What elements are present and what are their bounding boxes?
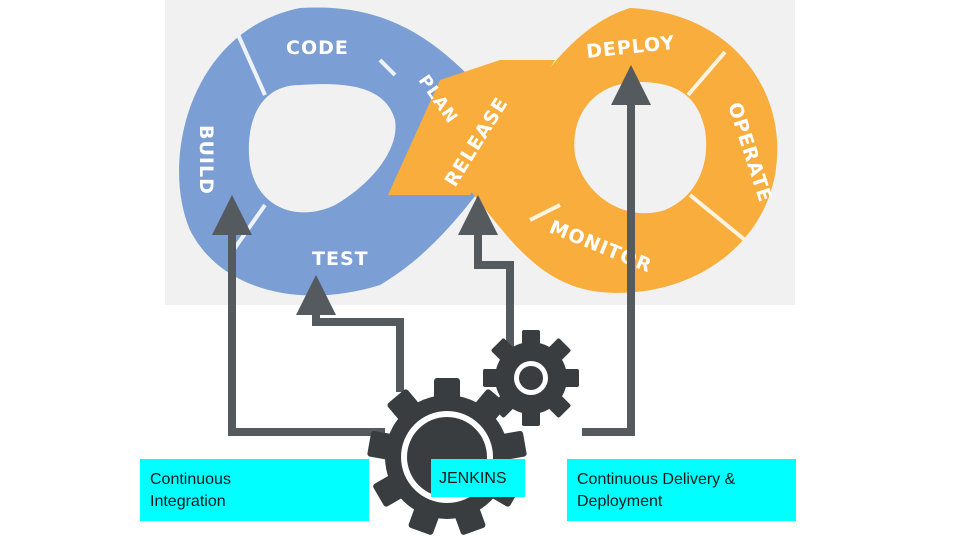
release-ribbon xyxy=(388,60,555,195)
large-gear-icon xyxy=(367,378,527,535)
arrow-to-deploy xyxy=(582,65,651,436)
cd-loop xyxy=(388,8,778,293)
jenkins-label: JENKINS xyxy=(439,470,507,487)
continuous-delivery-box: Continuous Delivery & Deployment xyxy=(567,459,796,521)
arrow-to-release xyxy=(458,195,514,358)
ci-loop-ring xyxy=(179,7,521,296)
cd-label-line1: Continuous Delivery & xyxy=(577,471,736,488)
cd-label-line2: Deployment xyxy=(577,493,663,510)
pipeline-arrows xyxy=(212,65,651,436)
ci-label-line2: Integration xyxy=(150,493,226,510)
stage-label-code: CODE xyxy=(286,37,349,59)
jenkins-box: JENKINS xyxy=(431,459,525,497)
stage-label-test: TEST xyxy=(312,248,369,270)
ci-label-line1: Continuous xyxy=(150,471,231,488)
stage-label-build: BUILD xyxy=(195,125,217,195)
continuous-integration-box: Continuous Integration xyxy=(140,459,369,521)
arrow-to-test xyxy=(296,275,404,392)
arrow-to-build xyxy=(212,195,385,436)
